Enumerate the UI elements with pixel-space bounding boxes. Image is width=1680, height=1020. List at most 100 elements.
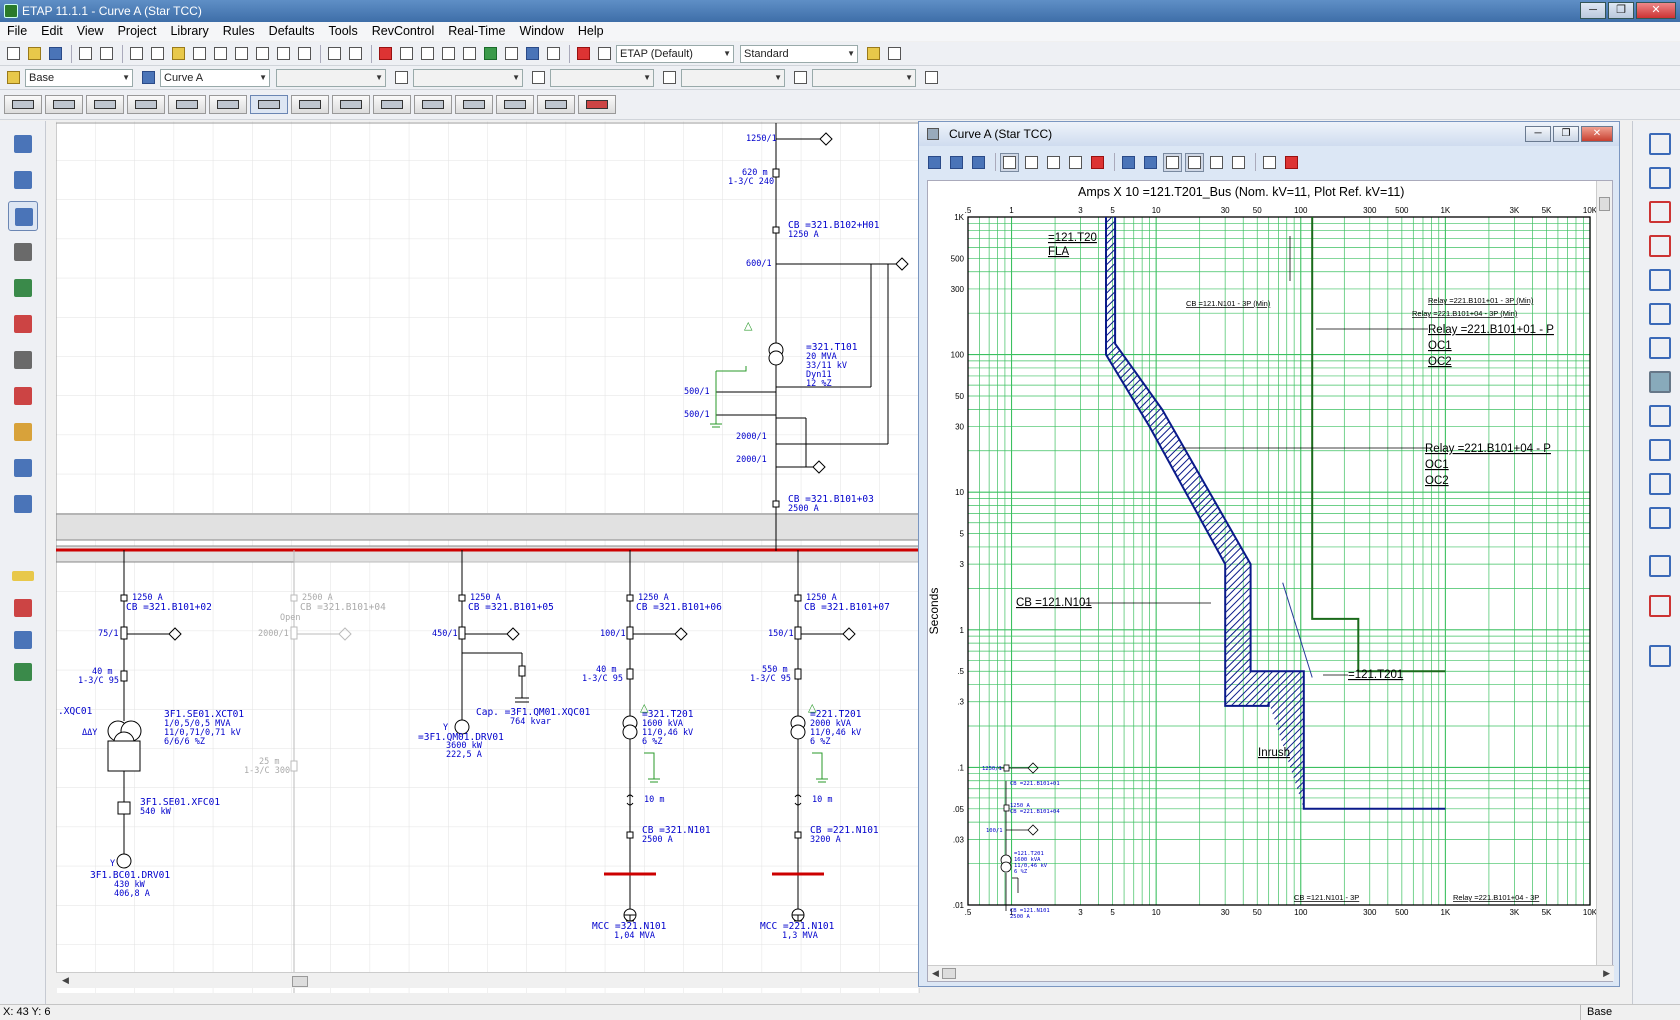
menu-edit[interactable]: Edit xyxy=(41,24,63,38)
study-config-select[interactable]: ETAP (Default) xyxy=(616,44,734,63)
tcc-vscroll-thumb[interactable] xyxy=(1599,197,1610,211)
relay-01-min-label[interactable]: Relay =221.B101+01 - 3P (Min) xyxy=(1428,296,1534,305)
bell-icon[interactable] xyxy=(1645,367,1671,393)
relay-04-min-label[interactable]: Relay =221.B101+04 - 3P (Min) xyxy=(1412,309,1518,318)
transfer-icon[interactable] xyxy=(1645,591,1671,617)
tcc-cursor-icon[interactable] xyxy=(1645,163,1671,189)
transformer-curve-label[interactable]: =121.T201 xyxy=(1348,669,1403,681)
report-manager-icon[interactable] xyxy=(922,68,941,87)
menu-help[interactable]: Help xyxy=(577,24,604,38)
curve-select[interactable]: Curve A xyxy=(160,68,270,87)
report-icon-right[interactable] xyxy=(1645,401,1671,427)
cb-min-label[interactable]: CB =121.N101 - 3P (Min) xyxy=(1186,299,1271,308)
recycle-bin-icon[interactable] xyxy=(8,489,38,519)
legend-toggle-icon[interactable] xyxy=(1185,152,1204,172)
scroll-left-arrow[interactable]: ◀ xyxy=(62,975,69,985)
study-mode-button-8[interactable] xyxy=(291,95,329,114)
zoom-window-icon[interactable] xyxy=(253,44,272,63)
zoom-y-icon[interactable] xyxy=(947,153,966,172)
paste-icon[interactable] xyxy=(169,44,188,63)
menu-window[interactable]: Window xyxy=(519,24,564,38)
zoom-axis-icon[interactable] xyxy=(969,153,988,172)
grid-icon[interactable] xyxy=(397,44,416,63)
study-mode-button-14[interactable] xyxy=(537,95,575,114)
node-tool-icon[interactable] xyxy=(8,625,38,655)
maximize-button[interactable]: ❐ xyxy=(1608,2,1634,19)
panel-icon[interactable] xyxy=(8,237,38,267)
tcc-settings-icon[interactable] xyxy=(1645,129,1671,155)
pan-hand-icon[interactable] xyxy=(1022,153,1041,172)
curve-series-1[interactable] xyxy=(1105,217,1270,707)
study-mode-button-5[interactable] xyxy=(168,95,206,114)
themes-icon[interactable] xyxy=(439,44,458,63)
redo-icon[interactable] xyxy=(346,44,365,63)
study-mode-button-13[interactable] xyxy=(496,95,534,114)
tcc-hscroll-thumb[interactable] xyxy=(942,968,956,979)
zoom-extents-icon[interactable] xyxy=(295,44,314,63)
presentation-select[interactable]: Base xyxy=(25,68,133,87)
menu-rules[interactable]: Rules xyxy=(222,24,255,38)
menu-file[interactable]: File xyxy=(7,24,28,38)
report-icon[interactable] xyxy=(481,44,500,63)
plot-axis-icon[interactable] xyxy=(1141,153,1160,172)
relay-04-label[interactable]: Relay =221.B101+04 - P xyxy=(1425,443,1551,455)
new-file-icon[interactable] xyxy=(4,44,23,63)
copy-icon[interactable] xyxy=(148,44,167,63)
find-binoculars-icon[interactable] xyxy=(544,44,563,63)
grid-toggle-icon[interactable] xyxy=(1163,152,1182,172)
one-line-horizontal-scrollbar[interactable]: ◀ xyxy=(56,972,920,988)
continuity-icon[interactable] xyxy=(418,44,437,63)
cut-icon[interactable] xyxy=(127,44,146,63)
feeder-4[interactable]: △ 1250 A CB =321.B101+06 100/1 40 m 1-3/… xyxy=(582,550,722,941)
view-mode-select[interactable]: Standard xyxy=(740,44,858,63)
zoom-fit-icon[interactable] xyxy=(1088,153,1107,172)
battery-icon[interactable] xyxy=(529,68,548,87)
delete-curve-icon[interactable] xyxy=(1282,153,1301,172)
relay-01-oc2[interactable]: OC2 xyxy=(1428,356,1452,368)
mfr-test-icon[interactable] xyxy=(1645,641,1671,667)
search-icon[interactable] xyxy=(1645,469,1671,495)
bus-tool-icon[interactable] xyxy=(8,561,38,591)
project-tree-icon[interactable] xyxy=(8,129,38,159)
pan-hand-icon[interactable] xyxy=(190,44,209,63)
curve-series-3[interactable] xyxy=(1311,217,1446,673)
display-select[interactable] xyxy=(812,68,916,87)
save-icon[interactable] xyxy=(46,44,65,63)
library-icon[interactable] xyxy=(460,44,479,63)
fault-arrow-icon[interactable] xyxy=(1229,153,1248,172)
one-line-view-icon[interactable] xyxy=(8,201,38,231)
zoom-out-icon[interactable] xyxy=(232,44,251,63)
alert-view-icon[interactable] xyxy=(1645,333,1671,359)
study-mode-button-3[interactable] xyxy=(86,95,124,114)
keyboard-icon[interactable] xyxy=(885,44,904,63)
dc-system-icon[interactable] xyxy=(8,417,38,447)
tcc-scroll-right-arrow[interactable]: ▶ xyxy=(1603,968,1610,978)
one-line-diagram[interactable]: △ 1250/1 620 m 1-3/C 240 CB =321.B102+H0… xyxy=(56,121,920,993)
crosshair-icon[interactable] xyxy=(1207,153,1226,172)
select-pointer-icon[interactable] xyxy=(1000,152,1019,172)
star-icon[interactable] xyxy=(864,44,883,63)
study-mode-button-6[interactable] xyxy=(209,95,247,114)
cable-icon[interactable] xyxy=(8,309,38,339)
study-mode-button-1[interactable] xyxy=(4,95,42,114)
study-mode-button-15[interactable] xyxy=(578,95,616,114)
relay-01-oc1[interactable]: OC1 xyxy=(1428,340,1452,352)
study-mode-button-11[interactable] xyxy=(414,95,452,114)
feeder-2-open[interactable]: 2500 A CB =321.B101+04 Open 2000/1 25 m … xyxy=(244,550,386,776)
device-library-icon[interactable] xyxy=(1645,435,1671,461)
presentation-icon[interactable] xyxy=(4,68,23,87)
zoom-out-icon[interactable] xyxy=(1066,153,1085,172)
zoom-in-icon[interactable] xyxy=(1044,153,1063,172)
curve-series-2[interactable] xyxy=(1114,217,1446,810)
relay-icon[interactable] xyxy=(791,68,810,87)
revision-select[interactable] xyxy=(276,68,386,87)
tcc-chart[interactable]: Amps X 10 =121.T201_Bus (Nom. kV=11, Plo… xyxy=(928,181,1598,965)
schedule-icon[interactable] xyxy=(502,44,521,63)
print-preview-icon[interactable] xyxy=(97,44,116,63)
study-mode-button-4[interactable] xyxy=(127,95,165,114)
fault-insertion-icon[interactable] xyxy=(1645,231,1671,257)
text-box-icon[interactable] xyxy=(376,44,395,63)
network-icon[interactable] xyxy=(523,44,542,63)
zoom-fit-icon[interactable] xyxy=(274,44,293,63)
bus-icon[interactable] xyxy=(8,165,38,195)
